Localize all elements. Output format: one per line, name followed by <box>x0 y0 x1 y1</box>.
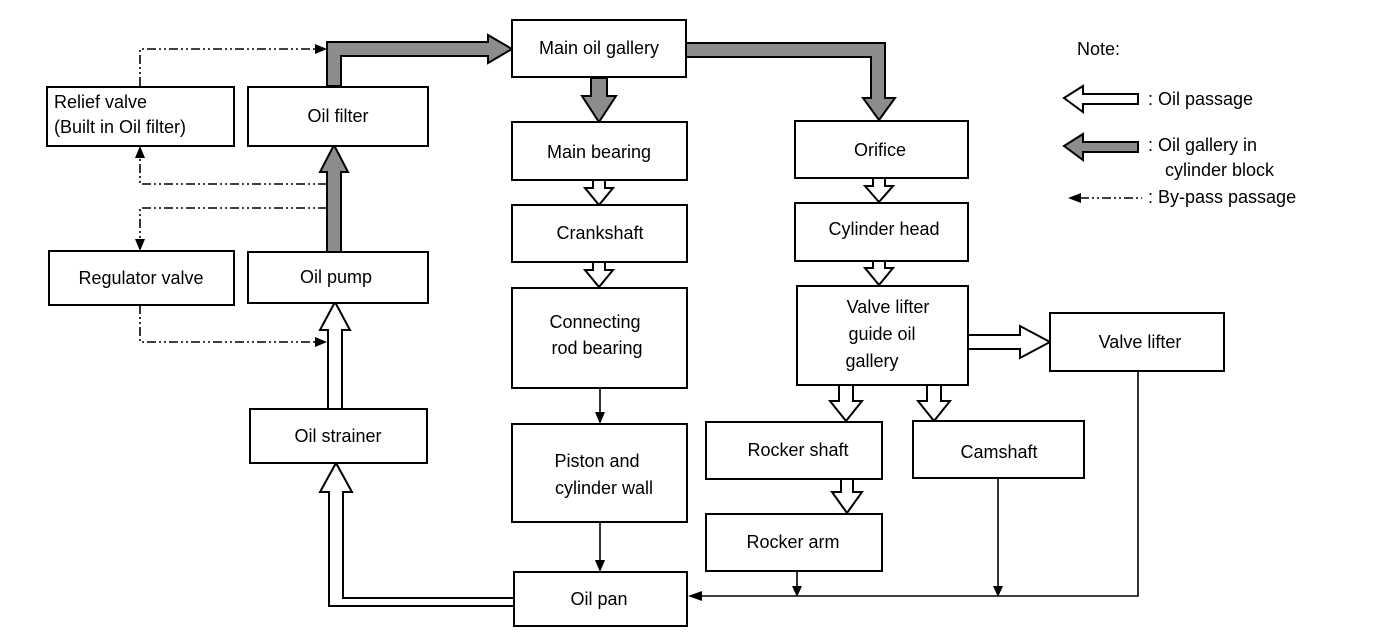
orifice-box: Orifice <box>794 120 969 179</box>
oil-arrow-crankshaft-to-conrod <box>582 261 616 289</box>
legend-oil-passage-label: : Oil passage <box>1148 89 1253 109</box>
oil-pump-box: Oil pump <box>247 251 429 304</box>
legend-oil-gallery-arrow <box>1062 132 1139 162</box>
piston-cylinder-wall-box: Piston and cylinder wall <box>511 423 688 523</box>
piston-cylinder-wall-label: Piston and <box>554 451 639 471</box>
bypass-regulator-to-pump-inlet <box>139 305 318 343</box>
valve-lifter-box: Valve lifter <box>1049 312 1225 372</box>
oil-pan-label: Oil pan <box>570 589 627 609</box>
connecting-rod-bearing-sublabel: rod bearing <box>551 338 642 358</box>
legend-oil-passage-arrow <box>1062 84 1139 114</box>
connecting-rod-bearing-box: Connecting rod bearing <box>511 287 688 389</box>
orifice-label: Orifice <box>854 140 906 160</box>
legend-bypass-arrowhead <box>1068 193 1081 203</box>
valve-lifter-guide-label-3: gallery <box>845 351 898 371</box>
oil-arrow-guide-to-camshaft <box>915 384 953 423</box>
main-oil-gallery-box: Main oil gallery <box>511 19 687 78</box>
relief-valve-label: Relief valve <box>54 92 147 112</box>
arrowhead-camshaft-drain <box>993 586 1003 597</box>
crankshaft-box: Crankshaft <box>511 204 688 263</box>
rocker-arm-box: Rocker arm <box>705 513 883 572</box>
arrowhead-rocker-arm-drain <box>792 586 802 597</box>
bypass-pump-to-relief <box>139 155 327 185</box>
arrowhead-bypass-to-regulator <box>135 239 145 251</box>
oil-arrow-main-bearing-to-crankshaft <box>582 179 616 207</box>
gallery-arrow-gallery-to-main-bearing <box>580 77 618 124</box>
oil-strainer-box: Oil strainer <box>249 408 428 464</box>
oil-filter-label: Oil filter <box>307 106 368 126</box>
arrowhead-return-to-pan <box>688 591 702 601</box>
rocker-arm-label: Rocker arm <box>746 532 839 552</box>
relief-valve-sublabel: (Built in Oil filter) <box>54 117 186 137</box>
valve-lifter-label: Valve lifter <box>1099 332 1182 352</box>
arrowhead-bypass-to-relief <box>135 146 145 158</box>
arrowhead-bypass-regulator <box>315 337 327 347</box>
cylinder-head-label: Cylinder head <box>828 219 939 239</box>
bypass-pump-to-regulator <box>139 207 327 242</box>
legend-oil-gallery-sublabel: cylinder block <box>1165 160 1275 180</box>
oil-filter-box: Oil filter <box>247 86 429 147</box>
legend: Note: : Oil passage : Oil gallery in cyl… <box>1062 39 1296 207</box>
oil-arrow-rocker-shaft-to-rocker-arm <box>830 478 864 515</box>
valve-lifter-guide-box: Valve lifter guide oil gallery <box>796 285 969 386</box>
oil-arrow-strainer-to-pump <box>318 299 352 410</box>
cylinder-head-box: Cylinder head <box>794 202 969 262</box>
oil-strainer-label: Oil strainer <box>294 426 381 446</box>
legend-oil-gallery-label: : Oil gallery in <box>1148 135 1257 155</box>
legend-bypass-label: : By-pass passage <box>1148 187 1296 207</box>
bypass-relief-to-gallery <box>139 48 320 86</box>
rocker-shaft-box: Rocker shaft <box>705 421 883 480</box>
valve-lifter-guide-label-2: guide oil <box>848 324 915 344</box>
main-bearing-box: Main bearing <box>511 121 688 181</box>
connecting-rod-bearing-label: Connecting <box>549 312 640 332</box>
main-oil-gallery-label: Main oil gallery <box>539 38 659 58</box>
oil-arrow-orifice-to-cylinder-head <box>862 177 896 204</box>
oil-arrow-cylinder-head-to-guide <box>862 260 896 287</box>
oil-arrow-guide-to-valve-lifter <box>967 324 1053 360</box>
regulator-valve-box: Regulator valve <box>48 250 235 306</box>
crankshaft-label: Crankshaft <box>556 223 643 243</box>
arrowhead-piston-to-pan <box>595 560 605 572</box>
oil-pan-box: Oil pan <box>513 571 688 627</box>
valve-lifter-guide-label-1: Valve lifter <box>847 297 930 317</box>
arrowhead-conrod-to-piston <box>595 412 605 424</box>
arrowhead-bypass-relief <box>315 44 327 54</box>
line-valve-lifter-return <box>700 371 1139 597</box>
camshaft-label: Camshaft <box>960 442 1037 462</box>
main-bearing-label: Main bearing <box>547 142 651 162</box>
gallery-arrow-gallery-to-orifice <box>685 42 897 122</box>
regulator-valve-label: Regulator valve <box>78 268 203 288</box>
camshaft-box: Camshaft <box>912 420 1085 479</box>
piston-cylinder-wall-sublabel: cylinder wall <box>555 478 653 498</box>
gallery-arrow-pump-to-gallery <box>318 33 514 253</box>
oil-pump-label: Oil pump <box>300 267 372 287</box>
rocker-shaft-label: Rocker shaft <box>747 440 848 460</box>
oil-arrow-pan-to-strainer <box>318 460 515 607</box>
relief-valve-box: Relief valve (Built in Oil filter) <box>46 86 235 147</box>
legend-title: Note: <box>1077 39 1120 59</box>
oil-arrow-guide-to-rocker-shaft <box>827 384 865 423</box>
